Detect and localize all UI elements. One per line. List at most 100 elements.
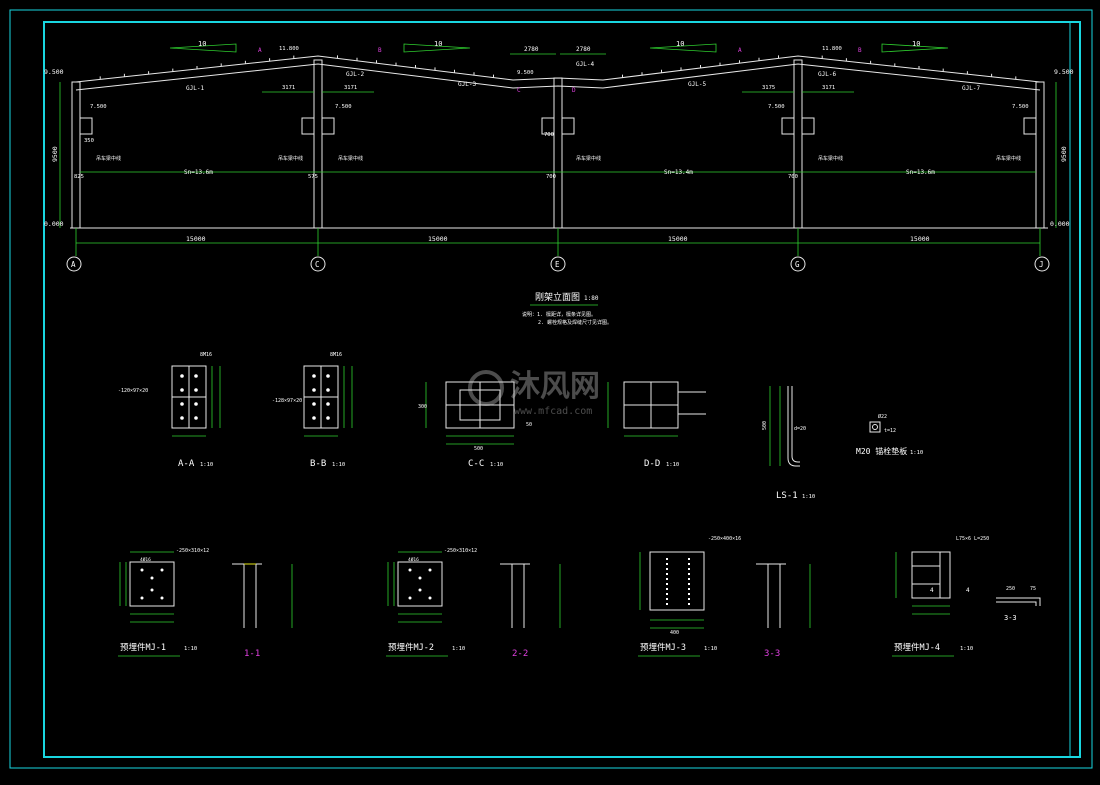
bolt-hole bbox=[180, 416, 184, 420]
mj3-dim: 400 bbox=[670, 630, 679, 636]
anchor-hole bbox=[418, 588, 422, 592]
section-mark-b: B bbox=[378, 47, 382, 54]
detail-bb: -128×97×20 8M16 B-B 1:10 bbox=[272, 352, 353, 469]
crane-note-1: 吊车梁中线 bbox=[96, 155, 121, 162]
beam-label-2: GJL-2 bbox=[346, 71, 364, 78]
beam-label-5: GJL-5 bbox=[688, 81, 706, 88]
dd-scale: 1:10 bbox=[666, 462, 679, 468]
section-mark-b2: B bbox=[858, 47, 862, 54]
dim-700-b: 700 bbox=[546, 174, 556, 180]
brackets bbox=[79, 117, 1037, 135]
axis-c: C bbox=[315, 260, 320, 269]
rafters bbox=[75, 55, 1041, 91]
dim-3175: 3175 bbox=[762, 85, 775, 91]
detail-cc: 500 300 50 C-C 1:10 bbox=[418, 381, 532, 469]
dim-3171-2: 3171 bbox=[344, 85, 357, 91]
axis-a: A bbox=[71, 260, 76, 269]
bolt-hole bbox=[194, 374, 198, 378]
beam-labels: GJL-1 GJL-2 GJL-3 GJL-4 GJL-5 GJL-6 GJL-… bbox=[186, 61, 980, 92]
bolt-hole bbox=[194, 416, 198, 420]
bracket-elev-1: 7.500 bbox=[90, 104, 107, 110]
section-mark-a: A bbox=[258, 47, 262, 54]
mj1-sec: 1-1 bbox=[244, 649, 260, 659]
dim-3171-1: 3171 bbox=[282, 85, 295, 91]
bolt-hole bbox=[180, 402, 184, 406]
mj2-label: 预埋件MJ-2 bbox=[388, 642, 434, 653]
mj4-dim-250: 250 bbox=[1006, 586, 1015, 592]
bracket-elev-3: 7.500 bbox=[768, 104, 785, 110]
watermark-cn: 沐风网 bbox=[510, 369, 600, 404]
purlins bbox=[99, 55, 1017, 80]
dim-3171-3: 3171 bbox=[822, 85, 835, 91]
anchor-hole bbox=[408, 568, 412, 572]
detail-m20: Ø22 t=12 M20 锚栓垫板 1:10 bbox=[856, 413, 923, 456]
section-mark-d: D bbox=[572, 87, 576, 94]
dim-700-c: 700 bbox=[788, 174, 798, 180]
anchor-hole bbox=[160, 568, 164, 572]
ls1-scale: 1:10 bbox=[802, 494, 815, 500]
anchor-hole bbox=[150, 588, 154, 592]
crane-note-4: 吊车梁中线 bbox=[576, 155, 601, 162]
anchor-hole bbox=[150, 576, 154, 580]
axis-j: J bbox=[1039, 260, 1044, 269]
weld-dot bbox=[666, 578, 668, 580]
span-labels: Sn=13.6m Sn=13.4m Sn=13.6m 吊车梁中线 吊车梁中线 吊… bbox=[96, 155, 1021, 176]
ls1-label: LS-1 bbox=[776, 491, 798, 501]
weld-dot bbox=[688, 598, 690, 600]
anchor-hole bbox=[140, 568, 144, 572]
mj1-plate: -250×310×12 bbox=[176, 548, 209, 554]
anchor-hole bbox=[418, 576, 422, 580]
dim-350: 350 bbox=[84, 138, 94, 144]
weld-dot bbox=[666, 598, 668, 600]
col-height-left: 9500 bbox=[51, 146, 59, 162]
weld-dot bbox=[666, 568, 668, 570]
axis-bubbles: A C E G J bbox=[66, 228, 1050, 272]
weld-dot bbox=[666, 583, 668, 585]
bolt-hole bbox=[180, 374, 184, 378]
slope-label-2: 10 bbox=[434, 40, 442, 48]
ground-elev-right: 0.000 bbox=[1050, 220, 1070, 228]
elevation-frame bbox=[59, 55, 1057, 244]
ridge-width-2: 2780 bbox=[576, 46, 591, 53]
mj4-dim-75: 75 bbox=[1030, 586, 1036, 592]
bb-bolt: 8M16 bbox=[330, 352, 342, 358]
bay-dims: 15000 15000 15000 15000 bbox=[186, 235, 930, 243]
weld-dot bbox=[666, 603, 668, 605]
ls1-dim: d=20 bbox=[794, 426, 806, 432]
detail-dd: D-D 1:10 bbox=[607, 381, 706, 469]
dd-label: D-D bbox=[644, 459, 660, 469]
m20-label: M20 锚栓垫板 bbox=[856, 446, 907, 456]
aa-pl: -120×97×20 bbox=[118, 388, 148, 394]
slope-label-1: 10 bbox=[198, 40, 206, 48]
watermark: 沐风网 www.mfcad.com bbox=[468, 369, 600, 417]
embed-mj3: -250×400×16 400 预埋件MJ-3 1:10 3-3 bbox=[638, 536, 811, 659]
bay-dim-4: 15000 bbox=[910, 235, 930, 243]
bracket-elev-2: 7.500 bbox=[335, 104, 352, 110]
weld-dot bbox=[688, 563, 690, 565]
span-1: Sn=13.6m bbox=[184, 169, 213, 176]
beam-label-7: GJL-7 bbox=[962, 85, 980, 92]
span-3: Sn=13.6m bbox=[906, 169, 935, 176]
dim-825-l: 825 bbox=[74, 174, 84, 180]
bolt-hole bbox=[326, 416, 330, 420]
mj4-4: 4 bbox=[930, 587, 934, 594]
span-2: Sn=13.4m bbox=[664, 169, 693, 176]
mj2-plate: -250×310×12 bbox=[444, 548, 477, 554]
section-mark-c: C bbox=[517, 87, 521, 94]
valley-elev: 9.500 bbox=[517, 70, 534, 76]
bolt-hole bbox=[312, 388, 316, 392]
weld-dot bbox=[688, 558, 690, 560]
weld-dot bbox=[666, 573, 668, 575]
embed-mj1: -250×310×12 4Ø16 预埋件MJ-1 1:10 1-1 bbox=[118, 548, 293, 659]
bolt-hole bbox=[312, 416, 316, 420]
axis-e: E bbox=[555, 260, 560, 269]
eave-elev-right: 9.500 bbox=[1054, 68, 1074, 76]
mj4-label: 预埋件MJ-4 bbox=[894, 642, 940, 653]
section-marks: A B C D A B bbox=[258, 47, 862, 94]
bolt-hole bbox=[326, 388, 330, 392]
note-2: 2. 螺栓规格及焊缝尺寸见详图。 bbox=[538, 319, 612, 326]
col-height-right: 9500 bbox=[1060, 146, 1068, 162]
axis-g: G bbox=[795, 260, 800, 269]
mj2-bolt: 4Ø16 bbox=[408, 556, 419, 563]
aa-scale: 1:10 bbox=[200, 462, 213, 468]
